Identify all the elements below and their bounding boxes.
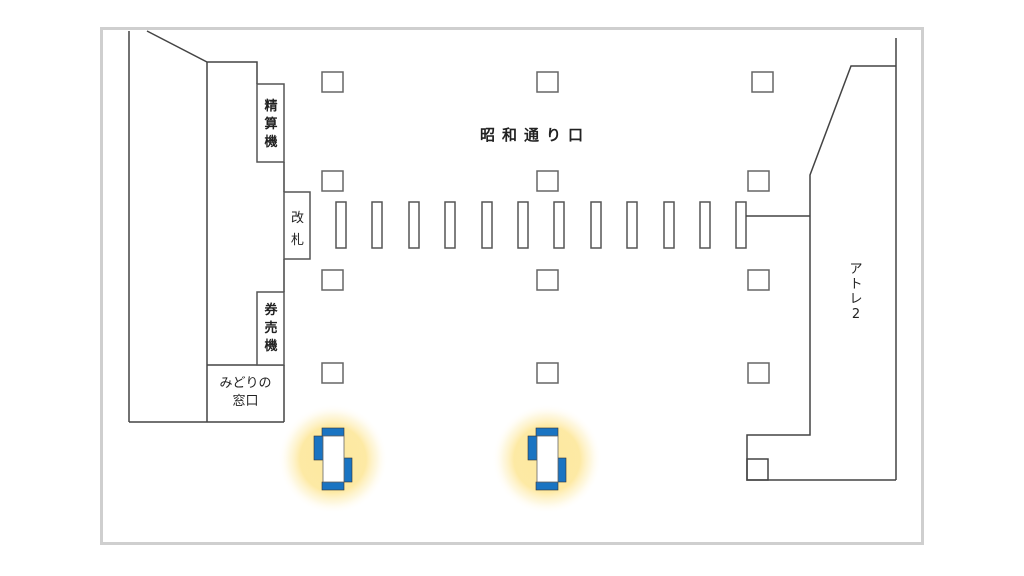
label-char: 算 (264, 117, 278, 132)
fare-adjustment-box (256, 83, 285, 163)
label-char: 精 (264, 99, 278, 114)
right-building (746, 38, 897, 481)
midori-line2: 窓口 (232, 394, 259, 409)
pillars (321, 71, 774, 384)
ticket-gates (335, 201, 810, 249)
label-char: 札 (290, 233, 304, 248)
label-char: ト (849, 277, 863, 292)
label-char: 売 (264, 321, 278, 336)
label-char: 券 (264, 303, 278, 318)
midori-window-label: みどりの 窓口 (207, 375, 284, 411)
fare-adjustment-label: 精算機 (258, 98, 284, 152)
ticket-machine-box (256, 291, 285, 366)
label-char: 機 (264, 135, 278, 150)
label-char: 改 (290, 211, 304, 226)
kiosk-marker-2[interactable] (492, 404, 602, 514)
midori-line1: みどりの (219, 376, 272, 391)
label-char: 2 (851, 307, 861, 322)
ticket-machine-label: 券売機 (258, 302, 284, 356)
label-char: レ (849, 292, 863, 307)
label-char: 機 (264, 339, 278, 354)
ticket-gate-box (283, 191, 311, 260)
exit-name-label: 昭和通り口 (480, 126, 591, 144)
label-char: ア (849, 262, 863, 277)
ticket-gate-label: 改札 (285, 208, 310, 252)
left-building (128, 30, 285, 423)
kiosk-marker-1[interactable] (278, 404, 388, 514)
